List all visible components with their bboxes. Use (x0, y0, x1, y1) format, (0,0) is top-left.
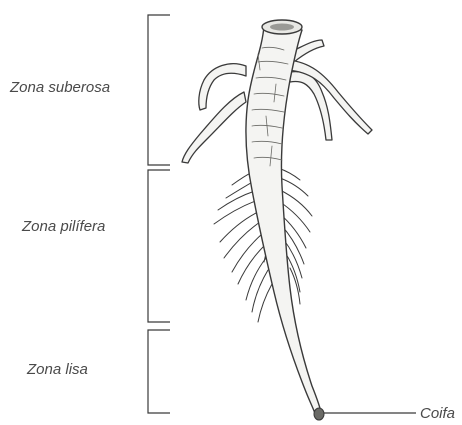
bracket-zona-pilifera (148, 170, 170, 322)
root-cap-coifa (314, 408, 324, 420)
bracket-zona-suberosa (148, 15, 170, 165)
root-cut-top-inner (270, 24, 294, 31)
bracket-zona-lisa (148, 330, 170, 413)
lateral-root-left-lower (182, 92, 246, 163)
